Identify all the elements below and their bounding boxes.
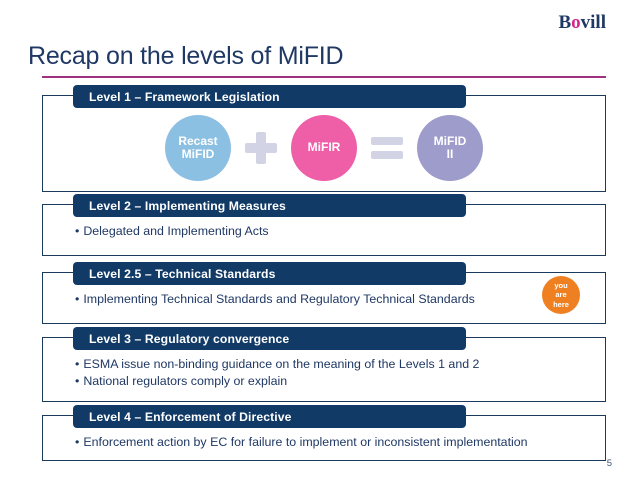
list-item: •Enforcement action by EC for failure to… bbox=[75, 434, 605, 451]
level-2-5-header-label: Level 2.5 – Technical Standards bbox=[89, 266, 276, 281]
level-2-panel: Level 2 – Implementing Measures •Delegat… bbox=[42, 194, 606, 256]
list-item: •National regulators comply or explain bbox=[75, 373, 605, 390]
bullet-glyph: • bbox=[75, 292, 80, 306]
level-3-body: •ESMA issue non-binding guidance on the … bbox=[43, 338, 605, 398]
list-item-text: Implementing Technical Standards and Reg… bbox=[83, 292, 475, 306]
page-title: Recap on the levels of MiFID bbox=[28, 42, 344, 70]
list-item: •ESMA issue non-binding guidance on the … bbox=[75, 356, 605, 373]
circle-recast-mifid-line1: Recast bbox=[178, 133, 218, 148]
logo-accent-letter: o bbox=[571, 12, 581, 33]
bullet-glyph: • bbox=[75, 374, 80, 388]
level-3-panel: Level 3 – Regulatory convergence •ESMA i… bbox=[42, 327, 606, 402]
equals-icon bbox=[371, 136, 403, 160]
level-2-5-panel: Level 2.5 – Technical Standards •Impleme… bbox=[42, 262, 606, 324]
list-item-text: ESMA issue non-binding guidance on the m… bbox=[83, 357, 480, 371]
level-3-header-label: Level 3 – Regulatory convergence bbox=[89, 331, 290, 346]
level-2-body: •Delegated and Implementing Acts bbox=[43, 205, 605, 248]
level-4-panel: Level 4 – Enforcement of Directive •Enfo… bbox=[42, 405, 606, 461]
circle-mifir-line1: MiFIR bbox=[307, 140, 341, 154]
mifid-equation-diagram: Recast MiFID MiFIR MiFID II bbox=[43, 96, 605, 191]
list-item-text: National regulators comply or explain bbox=[83, 374, 288, 388]
level-2-header-label: Level 2 – Implementing Measures bbox=[89, 198, 286, 213]
you-are-here-badge: you are here bbox=[542, 276, 580, 314]
level-4-body: •Enforcement action by EC for failure to… bbox=[43, 416, 605, 459]
circle-mifir: MiFIR bbox=[291, 114, 357, 181]
list-item-text: Enforcement action by EC for failure to … bbox=[83, 435, 528, 449]
bovill-logo: Bovill bbox=[558, 13, 606, 32]
title-underline-rule bbox=[42, 76, 606, 78]
circle-mifid-ii-line1: MiFID bbox=[433, 133, 467, 148]
list-item-text: Delegated and Implementing Acts bbox=[83, 224, 269, 238]
circle-mifid-ii-line2: II bbox=[446, 146, 454, 161]
badge-line-2: are bbox=[555, 290, 567, 300]
level-1-header-label: Level 1 – Framework Legislation bbox=[89, 89, 280, 104]
circle-mifid-ii: MiFID II bbox=[417, 114, 483, 181]
bullet-glyph: • bbox=[75, 357, 80, 371]
logo-prefix: B bbox=[558, 12, 572, 33]
level-1-panel: Level 1 – Framework Legislation Recast M… bbox=[42, 85, 606, 192]
list-item: •Implementing Technical Standards and Re… bbox=[75, 291, 605, 308]
circle-recast-mifid: Recast MiFID bbox=[165, 114, 231, 181]
plus-icon bbox=[245, 131, 277, 164]
bullet-glyph: • bbox=[75, 435, 80, 449]
level-3-header-tab: Level 3 – Regulatory convergence bbox=[73, 327, 466, 350]
page-number: 5 bbox=[606, 458, 612, 469]
level-2-5-body: •Implementing Technical Standards and Re… bbox=[43, 273, 605, 316]
level-4-header-label: Level 4 – Enforcement of Directive bbox=[89, 409, 292, 424]
badge-line-3: here bbox=[553, 299, 569, 309]
level-1-header-tab: Level 1 – Framework Legislation bbox=[73, 85, 466, 108]
bullet-glyph: • bbox=[75, 224, 80, 238]
level-2-header-tab: Level 2 – Implementing Measures bbox=[73, 194, 466, 217]
badge-line-1: you bbox=[554, 280, 568, 290]
circle-recast-mifid-line2: MiFID bbox=[181, 146, 215, 161]
list-item: •Delegated and Implementing Acts bbox=[75, 223, 605, 240]
logo-suffix: vill bbox=[580, 12, 606, 33]
level-2-5-header-tab: Level 2.5 – Technical Standards bbox=[73, 262, 466, 285]
level-4-header-tab: Level 4 – Enforcement of Directive bbox=[73, 405, 466, 428]
